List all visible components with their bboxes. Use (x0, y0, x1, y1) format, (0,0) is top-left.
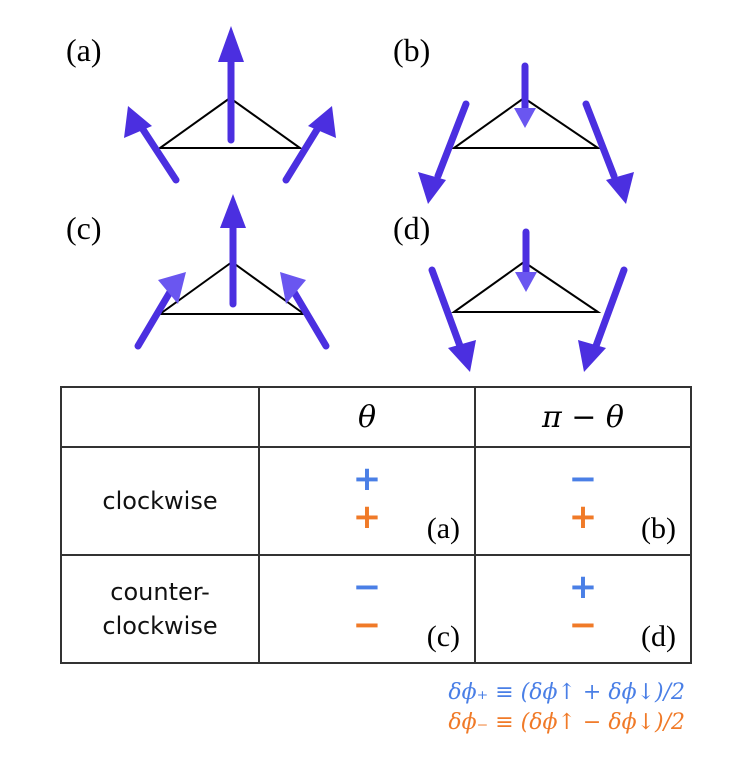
triangle-lattice (156, 260, 308, 315)
cell-tag: (c) (426, 620, 460, 653)
cell-ccw-pi: + − (d) (474, 554, 692, 664)
spin-arrow-icon (220, 194, 246, 308)
panel-label-b: (b) (393, 32, 431, 68)
panel-label-a: (a) (66, 32, 102, 68)
sign-table: θ π − θ clockwise + + (a) − + (b) counte… (60, 386, 692, 664)
formula-delta-phi-minus: δϕ₋ ≡ (δϕ↑ − δϕ↓)/2 (448, 710, 685, 735)
spin-arrow-icon (582, 100, 634, 204)
header-theta-label: θ (357, 399, 377, 435)
cell-tag: (b) (641, 512, 676, 545)
formula-delta-phi-plus: δϕ₊ ≡ (δϕ↑ + δϕ↓)/2 (448, 680, 685, 705)
plus-sign-indicator: − (568, 459, 598, 499)
spin-arrow-icon (134, 272, 186, 350)
row-label-counterclockwise: counter- clockwise (60, 554, 260, 664)
cell-tag: (d) (641, 620, 676, 653)
spin-arrow-icon (428, 266, 476, 372)
row-label-counter-line2: clockwise (102, 612, 218, 640)
header-pi-minus-theta-label: π − θ (542, 399, 624, 435)
minus-sign-indicator: + (352, 497, 382, 537)
triangle-lattice (450, 260, 602, 313)
cell-ccw-theta: − − (c) (258, 554, 476, 664)
spin-diagrams (124, 26, 634, 372)
table-header-row: θ π − θ (60, 386, 692, 448)
spin-arrow-icon (514, 62, 536, 128)
minus-sign-indicator: − (352, 605, 382, 645)
header-theta: θ (258, 386, 476, 448)
plus-sign-indicator: + (352, 459, 382, 499)
triangle-lattice (156, 96, 304, 149)
row-label-clockwise: clockwise (60, 446, 260, 556)
spin-arrow-icon (418, 100, 470, 204)
spin-panel-a (124, 26, 336, 184)
minus-sign-indicator: − (568, 605, 598, 645)
spin-arrow-icon (124, 106, 180, 184)
spin-arrow-icon (218, 26, 244, 144)
table-row: counter- clockwise − − (c) + − (d) (60, 554, 692, 664)
row-label-counter-line1: counter- (110, 578, 210, 606)
row-label-clockwise-text: clockwise (102, 487, 218, 515)
spin-arrow-icon (578, 266, 628, 372)
cell-tag: (a) (426, 512, 460, 545)
table-corner-cell (60, 386, 260, 448)
panel-label-d: (d) (393, 210, 431, 246)
plus-sign-indicator: + (568, 567, 598, 607)
plus-sign-indicator: − (352, 567, 382, 607)
panel-label-c: (c) (66, 210, 102, 246)
minus-sign-indicator: + (568, 497, 598, 537)
spin-panel-b (418, 62, 634, 204)
spin-arrow-icon (515, 228, 537, 292)
cell-cw-theta: + + (a) (258, 446, 476, 556)
spin-arrow-icon (282, 106, 336, 184)
cell-cw-pi: − + (b) (474, 446, 692, 556)
spin-arrow-icon (280, 272, 330, 350)
table-row: clockwise + + (a) − + (b) (60, 446, 692, 556)
triangle-lattice (450, 96, 602, 149)
spin-panel-c (134, 194, 330, 350)
spin-panel-d (428, 228, 628, 372)
header-pi-minus-theta: π − θ (474, 386, 692, 448)
